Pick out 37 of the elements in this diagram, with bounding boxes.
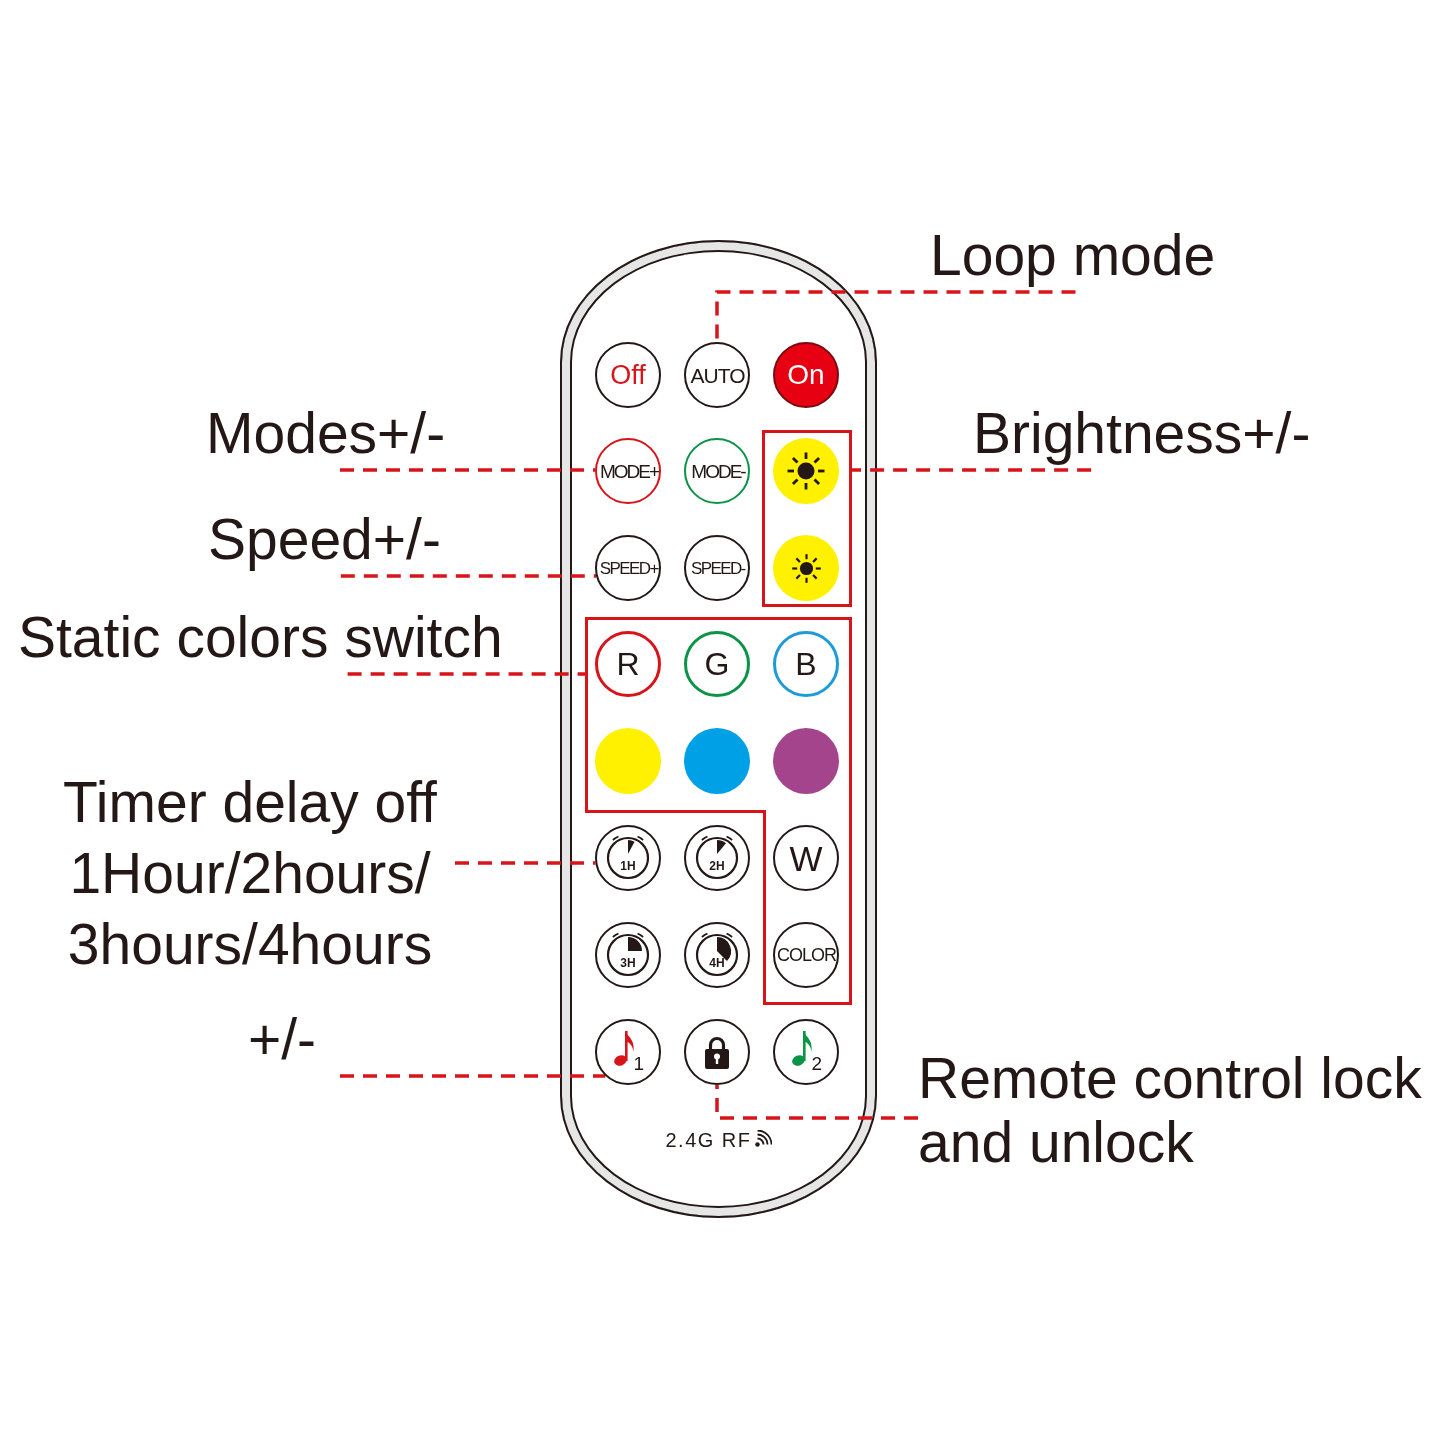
channel-button: B bbox=[773, 631, 839, 697]
mode-up-button: MODE+ bbox=[595, 438, 661, 504]
callout-label: +/- bbox=[248, 1003, 340, 1076]
leader-line bbox=[340, 1074, 606, 1078]
highlight-frame bbox=[762, 430, 852, 607]
mode-down-button: MODE- bbox=[684, 438, 750, 504]
on-button: On bbox=[773, 342, 839, 408]
off-button: Off bbox=[595, 342, 661, 408]
timer-button: 4H bbox=[684, 922, 750, 988]
leader-line bbox=[852, 468, 1092, 472]
music-button: 2 bbox=[773, 1019, 839, 1085]
timer-button: 3H bbox=[595, 922, 661, 988]
callout-label: Static colors switch bbox=[18, 601, 503, 674]
speed-down-button: SPEED- bbox=[684, 535, 750, 601]
color-cycle-button: COLOR bbox=[773, 922, 839, 988]
leader-line bbox=[347, 672, 585, 676]
auto-button: AUTO bbox=[684, 342, 750, 408]
callout-label: Timer delay off 1Hour/2hours/ 3hours/4hours bbox=[45, 767, 455, 980]
callout-label: Loop mode bbox=[930, 219, 1216, 292]
remote-body bbox=[560, 240, 877, 1218]
leader-line bbox=[715, 290, 1076, 342]
timer-button: 2H bbox=[684, 825, 750, 891]
callout-label: Modes+/- bbox=[206, 397, 446, 470]
leader-line bbox=[340, 574, 596, 578]
channel-button: R bbox=[595, 631, 661, 697]
leader-line bbox=[715, 1085, 918, 1120]
callout-label: Brightness+/- bbox=[973, 397, 1311, 470]
speed-up-button: SPEED+ bbox=[595, 535, 661, 601]
channel-button: W bbox=[773, 825, 839, 891]
leader-line bbox=[455, 861, 596, 865]
music-button: 1 bbox=[595, 1019, 661, 1085]
channel-button: G bbox=[684, 631, 750, 697]
timer-button: 1H bbox=[595, 825, 661, 891]
callout-label: Speed+/- bbox=[208, 503, 441, 576]
callout-label: Remote control lock and unlock bbox=[918, 1046, 1433, 1174]
frequency-label: 2.4G RF bbox=[665, 1129, 752, 1151]
leader-line bbox=[340, 468, 595, 472]
